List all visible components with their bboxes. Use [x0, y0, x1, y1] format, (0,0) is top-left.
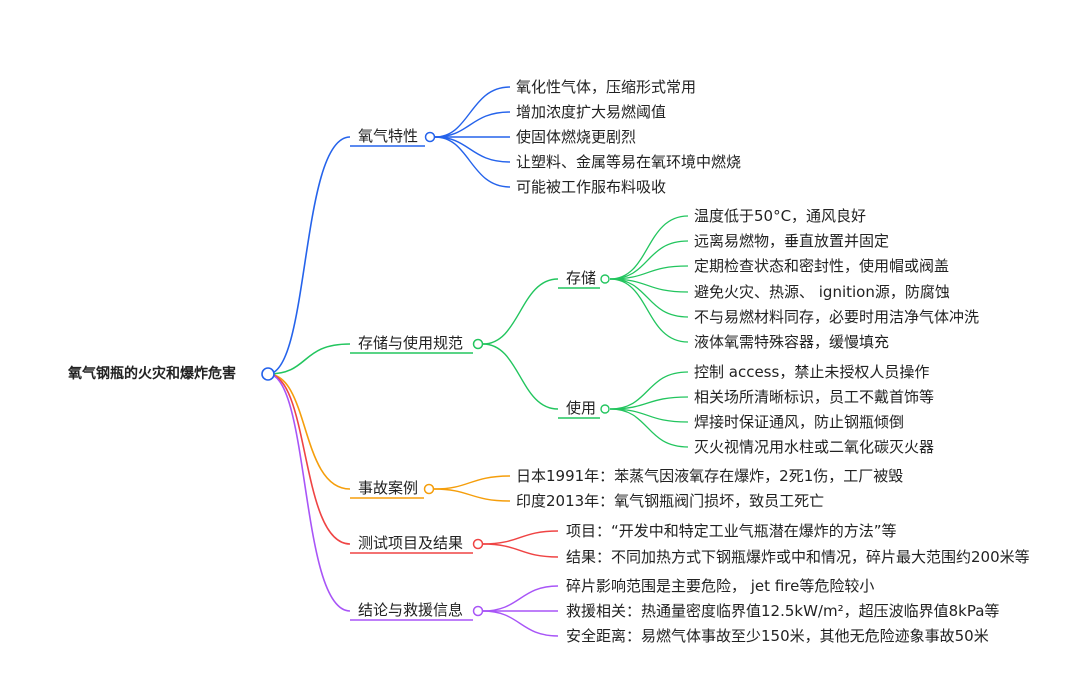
leaf-store: 远离易燃物，垂直放置并固定 — [694, 232, 890, 250]
edge-test-leaf — [482, 543, 559, 558]
leaf-conclusion: 碎片影响范围是主要危险， jet fire等危险较小 — [566, 577, 875, 595]
edge-oxygen-leaf — [434, 111, 511, 138]
edge-accident-leaf — [433, 475, 511, 490]
edge-root-conclusion — [267, 373, 351, 612]
edge-root-accidents — [267, 373, 351, 490]
sub-node-dot[interactable] — [600, 274, 610, 284]
branch-node-dot[interactable] — [472, 605, 484, 617]
edge-use-leaf — [609, 371, 689, 410]
root-node-label: 氧气钢瓶的火灾和爆炸危害 — [68, 366, 236, 382]
branch-conclusion-rescue: 结论与救援信息 — [358, 601, 464, 619]
leaf-store: 不与易燃材料同存，必要时用洁净气体冲洗 — [694, 308, 980, 326]
subbranch-store: 存储 — [566, 269, 597, 287]
leaf-use: 灭火视情况用水柱或二氧化碳灭火器 — [694, 438, 935, 456]
edge-store-leaf — [609, 265, 689, 280]
branch-oxygen-properties: 氧气特性 — [358, 127, 419, 145]
edge-conclusion-leaf — [482, 610, 559, 637]
root-node-dot[interactable] — [261, 367, 275, 381]
leaf-oxygen: 使固体燃烧更剧烈 — [516, 128, 637, 146]
edge-oxygen-leaf — [434, 136, 511, 163]
leaf-test: 结果：不同加热方式下钢瓶爆炸或中和情况，碎片最大范围约200米等 — [566, 548, 1030, 566]
leaf-oxygen: 增加浓度扩大易燃阈值 — [516, 103, 667, 121]
edge-storage-store — [482, 278, 559, 345]
leaf-conclusion: 安全距离：易燃气体事故至少150米，其他无危险迹象事故50米 — [566, 627, 989, 645]
edge-accident-leaf — [433, 488, 511, 502]
leaf-oxygen: 让塑料、金属等易在氧环境中燃烧 — [516, 153, 742, 171]
leaf-conclusion: 救援相关：热通量密度临界值12.5kW/m²，超压波临界值8kPa等 — [566, 602, 1000, 620]
edge-oxygen-leaf — [434, 86, 511, 138]
edge-storage-use — [482, 343, 559, 410]
leaf-test: 项目：“开发中和特定工业气瓶潜在爆炸的方法”等 — [566, 522, 897, 540]
branch-accident-cases: 事故案例 — [358, 479, 419, 497]
branch-node-dot[interactable] — [472, 538, 484, 550]
branch-node-dot[interactable] — [472, 338, 484, 350]
edge-root-storage — [267, 343, 351, 375]
leaf-oxygen: 可能被工作服布料吸收 — [516, 178, 667, 196]
edge-store-leaf — [609, 278, 689, 343]
edge-root-tests — [267, 373, 351, 545]
leaf-accident: 印度2013年：氧气钢瓶阀门损坏，致员工死亡 — [516, 492, 825, 510]
edge-use-leaf — [609, 408, 689, 423]
branch-node-dot[interactable] — [424, 131, 436, 143]
leaf-use: 焊接时保证通风，防止钢瓶倾倒 — [694, 413, 905, 431]
edge-store-leaf — [609, 278, 689, 318]
edge-store-leaf — [609, 278, 689, 293]
edge-conclusion-leaf — [482, 585, 559, 612]
leaf-store: 液体氧需特殊容器，缓慢填充 — [694, 333, 890, 351]
leaf-oxygen: 氧化性气体，压缩形式常用 — [516, 78, 697, 96]
branch-tests-results: 测试项目及结果 — [358, 534, 464, 552]
leaf-use: 相关场所清晰标识，员工不戴首饰等 — [694, 388, 935, 406]
leaf-store: 定期检查状态和密封性，使用帽或阀盖 — [694, 257, 950, 275]
edge-use-leaf — [609, 396, 689, 410]
subbranch-use: 使用 — [566, 399, 597, 417]
edge-store-leaf — [609, 215, 689, 280]
branch-node-dot[interactable] — [423, 483, 435, 495]
edge-oxygen-leaf — [434, 136, 511, 188]
leaf-use: 控制 access，禁止未授权人员操作 — [694, 363, 930, 381]
sub-node-dot[interactable] — [600, 404, 610, 414]
edge-root-oxygen — [267, 136, 351, 375]
edge-test-leaf — [482, 530, 559, 545]
edge-use-leaf — [609, 408, 689, 448]
leaf-store: 避免火灾、热源、 ignition源，防腐蚀 — [694, 283, 950, 301]
leaf-accident: 日本1991年：苯蒸气因液氧存在爆炸，2死1伤，工厂被毁 — [516, 467, 904, 485]
branch-storage-usage: 存储与使用规范 — [358, 334, 464, 352]
edge-store-leaf — [609, 240, 689, 280]
leaf-store: 温度低于50°C，通风良好 — [694, 207, 867, 225]
